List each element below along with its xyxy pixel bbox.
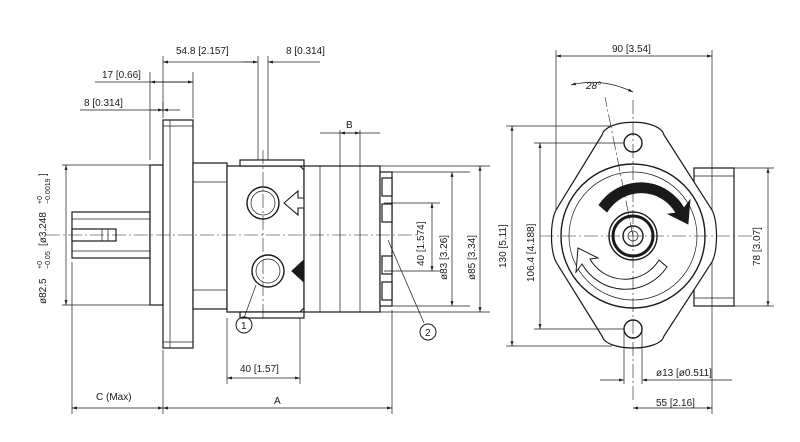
- housing: [192, 162, 228, 310]
- dim-106-4-label: 106.4 [4.188]: [526, 223, 537, 282]
- callout-2: 2: [425, 328, 431, 339]
- dim-85-label: ø85 [3.34]: [467, 235, 478, 280]
- dim-3-248-close: ]: [38, 173, 49, 176]
- dim-A-label: A: [274, 396, 281, 407]
- dim-90-label: 90 [3.54]: [612, 44, 651, 55]
- dim-82-5-label: ø82.5: [38, 278, 49, 304]
- dim-13-label: ø13 [ø0.511]: [656, 368, 712, 379]
- callout-1: 1: [241, 321, 247, 332]
- dim-82-5-label-group: ø82.5 +0 −0.05 [ø3.248 +0 −0.0019 ]: [37, 173, 52, 304]
- end-cap: [379, 171, 393, 307]
- dim-78-label: 78 [3.07]: [752, 227, 763, 266]
- dim-angle-label: 28°: [585, 81, 601, 92]
- dim-3-248-tol-upper: +0: [37, 196, 44, 204]
- front-view: [506, 50, 774, 414]
- side-view: [46, 56, 490, 414]
- dim-17-label: 17 [0.66]: [102, 70, 141, 81]
- rotation-ccw-arrow-icon: [575, 247, 668, 290]
- dim-B-label: B: [346, 120, 353, 131]
- dim-130-label: 130 [5.11]: [498, 224, 509, 268]
- dim-40-vert-label: 40 [1.574]: [416, 221, 427, 266]
- dim-40-horiz-label: 40 [1.57]: [240, 364, 279, 375]
- dim-54-8-label: 54.8 [2.157]: [176, 46, 229, 57]
- dim-82-5-tol-lower: −0.05: [45, 251, 52, 269]
- dim-82-5-tol-upper: +0: [37, 261, 44, 269]
- dim-8-top-label: 8 [0.314]: [286, 46, 325, 57]
- dim-55-label: 55 [2.16]: [656, 398, 695, 409]
- dim-3-248-label: [ø3.248: [38, 212, 49, 246]
- dim-8-left-label: 8 [0.314]: [84, 98, 123, 109]
- dim-83-label: ø83 [3.26]: [439, 235, 450, 280]
- dim-C-label: C (Max): [96, 392, 132, 403]
- labels: 54.8 [2.157] 8 [0.314] 17 [0.66] 8 [0.31…: [37, 44, 763, 409]
- dim-3-248-tol-lower: −0.0019: [45, 178, 52, 204]
- mounting-flange: [162, 119, 194, 349]
- gerotor-section: [303, 165, 381, 313]
- rotation-cw-arrow-icon: [598, 182, 691, 225]
- front-flange: [550, 121, 718, 349]
